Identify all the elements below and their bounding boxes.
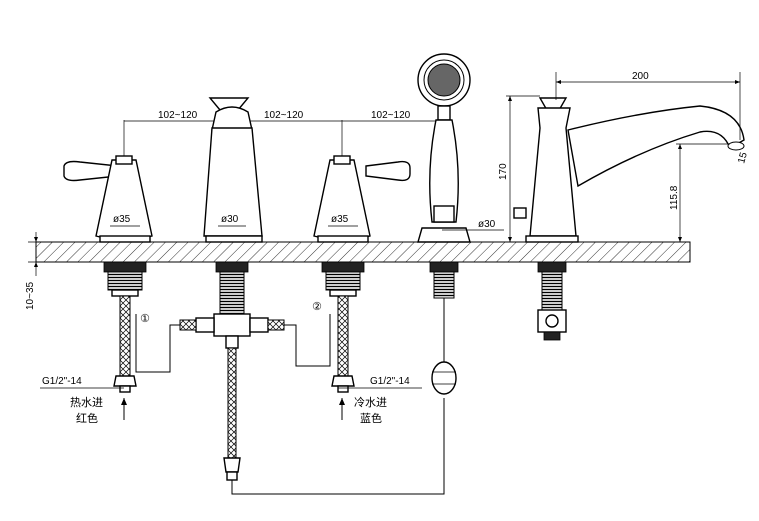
deck-thickness-label: 10~35 xyxy=(25,281,36,310)
spacing-label-2: 102~120 xyxy=(264,110,304,121)
dia-handshower-label: ø30 xyxy=(478,219,496,230)
hand-shower: ø30 xyxy=(417,53,504,395)
spout-tip-label: 15 xyxy=(736,151,750,165)
hot-thread-label: G1/2"-14 xyxy=(42,376,82,387)
spout-outlet-label: 115.8 xyxy=(669,185,680,210)
hot-color-label: 红色 xyxy=(76,411,98,425)
cold-thread-label: G1/2"-14 xyxy=(370,376,410,387)
connection-pipes xyxy=(135,314,445,495)
callout-1: ① xyxy=(140,312,150,325)
deck-thickness-dimension: 10~35 xyxy=(25,232,60,310)
bath-spout xyxy=(513,97,745,341)
spout-dimensions: 200 170 115.8 15 xyxy=(498,71,750,243)
basin-spout: ø30 xyxy=(179,97,285,481)
spacing-label-3: 102~120 xyxy=(371,110,411,121)
hot-inlet-annotation: G1/2"-14 热水进 红色 xyxy=(40,376,127,425)
hot-valve: ø35 xyxy=(63,155,153,393)
spacing-label-1: 102~120 xyxy=(158,110,198,121)
dia-center-label: ø30 xyxy=(221,214,239,225)
cold-inlet-label: 冷水进 xyxy=(354,396,387,409)
spout-height-label: 170 xyxy=(498,163,509,180)
hot-inlet-label: 热水进 xyxy=(70,396,103,409)
dia-right-valve-label: ø35 xyxy=(331,214,349,225)
callouts: ① ② xyxy=(140,300,322,325)
callout-2: ② xyxy=(312,300,322,313)
cold-inlet-annotation: G1/2"-14 冷水进 蓝色 xyxy=(338,376,422,425)
top-spacing-dimensions: 102~120 102~120 102~120 xyxy=(123,110,446,158)
cold-color-label: 蓝色 xyxy=(360,411,382,425)
dia-left-valve-label: ø35 xyxy=(113,214,131,225)
cold-valve: ø35 xyxy=(313,155,411,393)
spout-reach-label: 200 xyxy=(632,71,649,82)
deck-section xyxy=(35,241,691,263)
